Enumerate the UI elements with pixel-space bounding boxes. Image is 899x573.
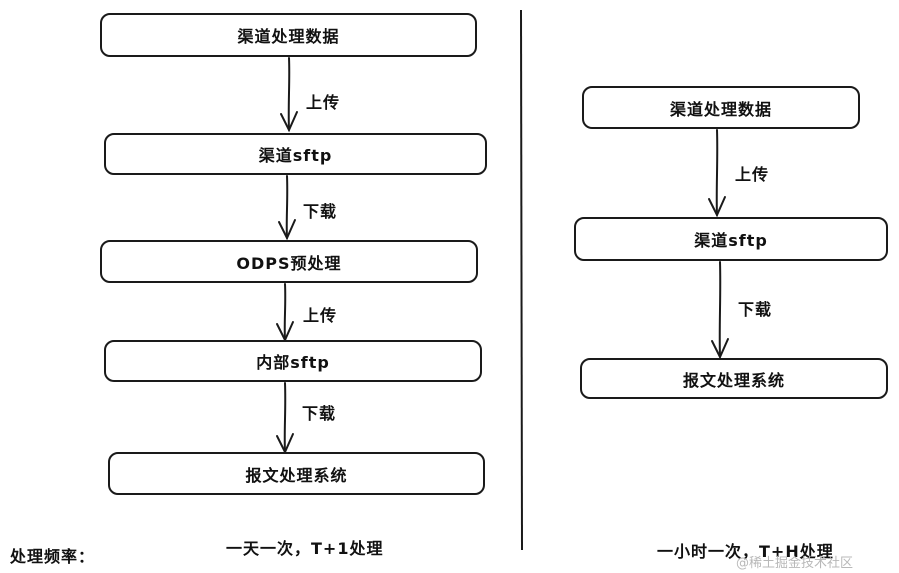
left-arrow-label-download-1: 下载 xyxy=(303,202,338,221)
right-box-message-system: 报文处理系统 xyxy=(580,358,888,399)
left-arrow-label-upload-1: 上传 xyxy=(306,93,341,112)
left-box-channel-data: 渠道处理数据 xyxy=(100,13,477,57)
left-frequency-caption: 一天一次，T+1处理 xyxy=(226,539,384,558)
left-box-internal-sftp: 内部sftp xyxy=(104,340,482,382)
left-arrow-2 xyxy=(278,175,296,241)
watermark: @稀土掘金技术社区 xyxy=(736,556,854,571)
left-arrow-3 xyxy=(276,283,294,343)
right-arrow-label-download: 下载 xyxy=(738,300,773,319)
right-frequency-caption: 一小时一次，T+H处理 xyxy=(657,542,834,561)
left-arrow-label-download-2: 下载 xyxy=(302,404,337,423)
right-box-channel-sftp: 渠道sftp xyxy=(574,217,888,261)
left-box-message-system: 报文处理系统 xyxy=(108,452,485,495)
left-arrow-1 xyxy=(280,57,298,133)
right-arrow-label-upload: 上传 xyxy=(735,165,770,184)
right-arrow-2 xyxy=(711,261,729,360)
left-box-odps-preprocess: ODPS预处理 xyxy=(100,240,478,283)
vertical-divider xyxy=(520,9,523,551)
right-box-channel-data: 渠道处理数据 xyxy=(582,86,860,129)
left-arrow-4 xyxy=(276,382,294,455)
frequency-label: 处理频率： xyxy=(10,547,96,566)
left-arrow-label-upload-2: 上传 xyxy=(303,306,338,325)
left-box-channel-sftp: 渠道sftp xyxy=(104,133,487,175)
right-arrow-1 xyxy=(708,129,726,218)
